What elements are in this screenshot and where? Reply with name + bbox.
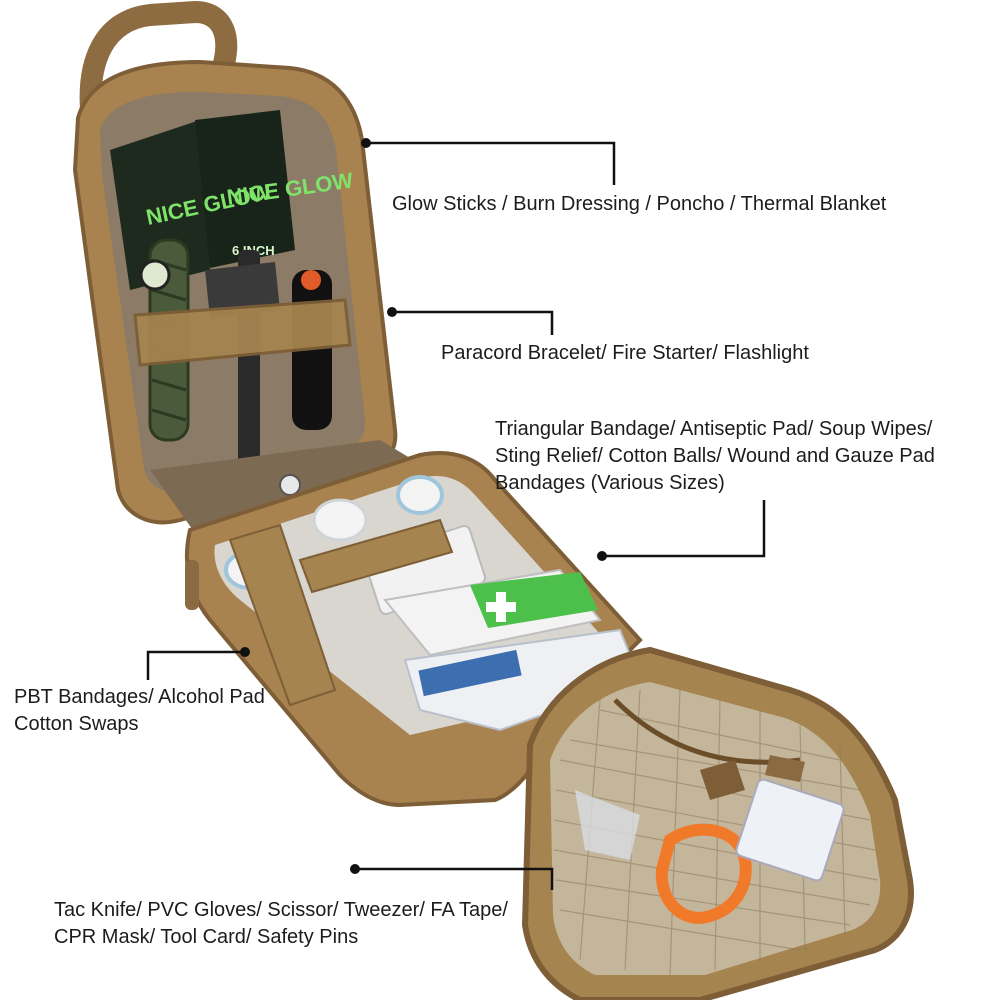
- scissors: [575, 790, 640, 860]
- callout-tac-knife: Tac Knife/ PVC Gloves/ Scissor/ Tweezer/…: [54, 897, 508, 951]
- zipper-pull: [185, 560, 199, 610]
- glow-stick-packet: [195, 110, 295, 268]
- snap-button: [279, 474, 301, 496]
- bandage-roll: [312, 498, 368, 542]
- cpr-mask: [655, 823, 752, 925]
- carry-handle: [79, 0, 238, 131]
- callout-line: Glow Sticks / Burn Dressing / Poncho / T…: [392, 193, 887, 215]
- elastic-loop-strap: [133, 298, 352, 367]
- elastic-strap: [228, 523, 337, 707]
- callout-bandages: Triangular Bandage/ Antiseptic Pad/ Soup…: [495, 416, 935, 497]
- leader-dots: [240, 138, 607, 874]
- leader-lines: [146, 141, 766, 890]
- callout-line: Bandages (Various Sizes): [495, 472, 725, 494]
- tool-card: [735, 778, 845, 882]
- callout-line: Paracord Bracelet/ Fire Starter/ Flashli…: [441, 342, 809, 364]
- callout-glow-sticks: Glow Sticks / Burn Dressing / Poncho / T…: [392, 191, 886, 218]
- bandage-roll: [396, 475, 444, 515]
- callout-line: Triangular Bandage/ Antiseptic Pad/ Soup…: [495, 418, 933, 440]
- callout-line: Cotton Swaps: [14, 713, 139, 735]
- callout-line: CPR Mask/ Tool Card/ Safety Pins: [54, 926, 359, 948]
- callout-line: Tac Knife/ PVC Gloves/ Scissor/ Tweezer/…: [54, 899, 508, 921]
- callout-line: Sting Relief/ Cotton Balls/ Wound and Ga…: [495, 445, 935, 467]
- callout-line: PBT Bandages/ Alcohol Pad: [14, 686, 265, 708]
- callout-paracord: Paracord Bracelet/ Fire Starter/ Flashli…: [441, 340, 809, 367]
- elastic-strap: [298, 518, 454, 594]
- first-aid-cross-icon: [486, 592, 516, 622]
- zipper-pull: [700, 760, 745, 800]
- compass-icon: [139, 259, 171, 291]
- callout-pbt-bandages: PBT Bandages/ Alcohol Pad Cotton Swaps: [14, 684, 265, 738]
